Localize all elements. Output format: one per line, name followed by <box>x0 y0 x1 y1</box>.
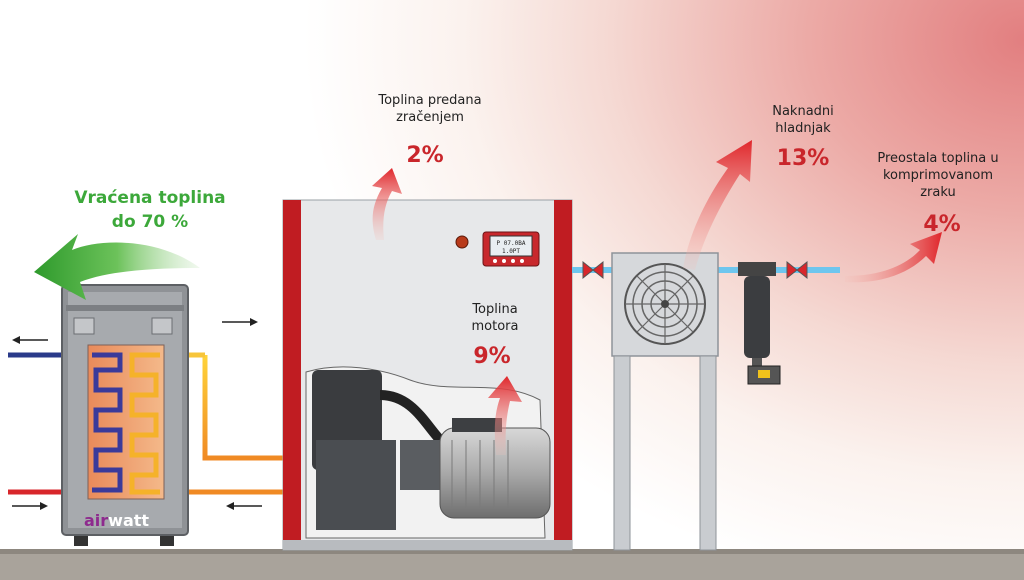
aftercooler-arrow <box>683 140 752 270</box>
floor <box>0 549 1024 580</box>
recovered-heat-label: Vraćena toplina do 70 % <box>74 188 226 232</box>
motor-label: Toplina motora <box>471 302 519 334</box>
motor-heat-arrow <box>488 376 522 455</box>
hot-pipe-out <box>202 355 290 461</box>
display-line1: P 07.0BA <box>497 240 526 247</box>
filter <box>738 262 781 385</box>
radiation-label: Toplina predana zračenjem <box>378 93 482 125</box>
valve-icon <box>786 260 808 280</box>
display-line2: 1.0PT <box>502 248 520 255</box>
aftercooler-percent: 13% <box>776 146 830 171</box>
aftercooler-label: Naknadni hladnjak <box>772 104 834 136</box>
compressor-cabinet <box>282 199 573 551</box>
arrow-left-icon <box>226 502 262 510</box>
recovered-heat-arrow <box>34 234 200 300</box>
arrow-right-icon <box>12 502 48 510</box>
motor-percent: 9% <box>473 344 511 369</box>
residual-label: Preostala toplina u komprimovanom zraku <box>877 151 999 200</box>
arrow-left-icon <box>12 336 48 344</box>
residual-heat-arrow <box>845 232 942 283</box>
residual-percent: 4% <box>923 212 961 237</box>
fan-icon <box>624 263 706 345</box>
arrow-right-icon <box>222 318 258 326</box>
radiation-percent: 2% <box>406 143 444 168</box>
aftercooler <box>611 252 719 551</box>
heat-recovery-unit <box>61 284 189 546</box>
radiation-arrow <box>372 168 402 240</box>
brand-logo: airwatt <box>84 511 150 530</box>
valve-icon <box>582 260 604 280</box>
